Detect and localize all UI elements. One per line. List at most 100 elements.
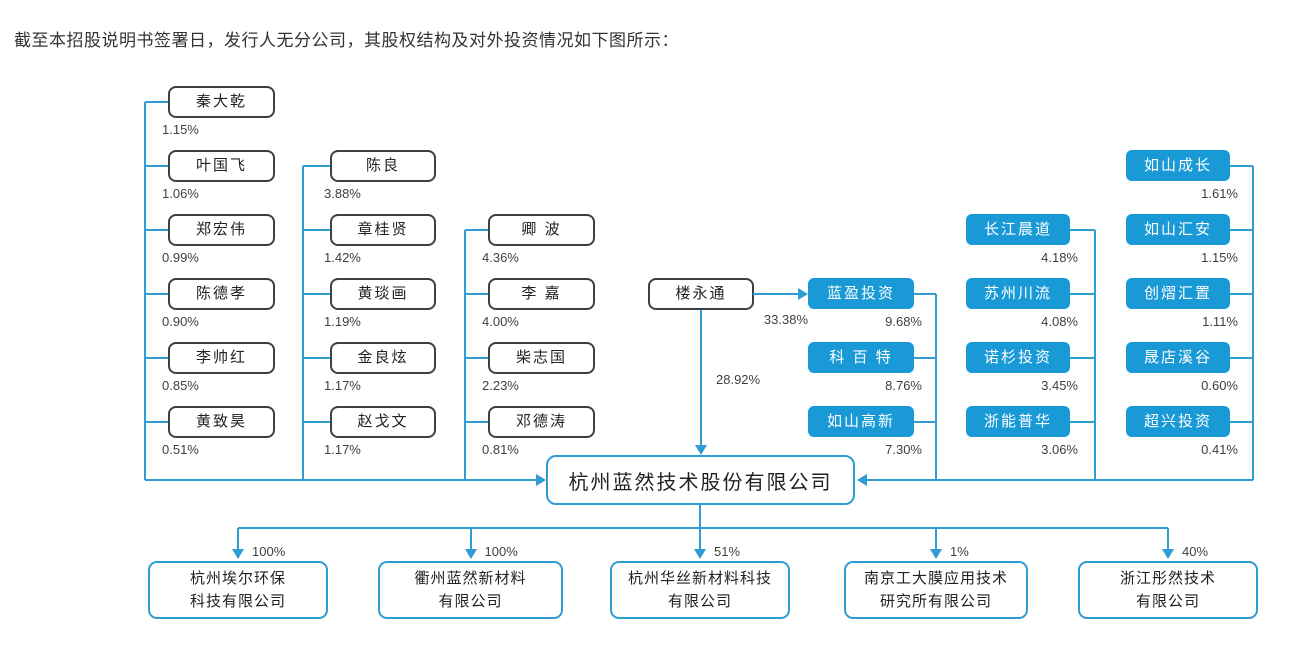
shareholder-column-spine [144,102,146,480]
subsidiary-drop-line [1167,528,1169,550]
right-merge-line [867,479,1253,481]
arrowhead-left-icon [857,474,867,486]
ownership-pct-label: 1.11% [1202,314,1238,329]
ownership-pct-label: 3.45% [1041,378,1078,393]
investor-stub-line [914,357,936,359]
ownership-pct-label: 1.17% [324,442,361,457]
investor-box: 蓝盈投资 [808,278,914,309]
investor-box: 浙能普华 [966,406,1070,437]
ownership-pct-label: 3.88% [324,186,361,201]
ownership-pct-label: 0.85% [162,378,199,393]
ownership-pct-label: 0.90% [162,314,199,329]
ownership-pct-label: 1.17% [324,378,361,393]
ownership-pct-label: 1.61% [1201,186,1238,201]
investor-box: 苏州川流 [966,278,1070,309]
shareholder-stub-line [145,293,168,295]
company-down-line [699,505,701,528]
arrowhead-down-icon [1162,549,1174,559]
subsidiary-drop-line [237,528,239,550]
subsidiary-rail-line [238,527,1168,529]
ownership-pct-label: 1.15% [1201,250,1238,265]
investor-stub-line [1230,229,1253,231]
ownership-pct-label: 9.68% [885,314,922,329]
shareholder-box: 李帅红 [168,342,275,374]
ownership-pct-label: 4.08% [1041,314,1078,329]
shareholder-box: 邓德涛 [488,406,595,438]
shareholder-box: 赵戈文 [330,406,436,438]
investor-box: 长江晨道 [966,214,1070,245]
shareholder-stub-line [465,293,488,295]
shareholder-stub-line [303,357,330,359]
shareholder-stub-line [145,165,168,167]
shareholder-box: 陈德孝 [168,278,275,310]
subsidiary-box: 南京工大膜应用技术 研究所有限公司 [844,561,1028,619]
ownership-pct-label: 1.19% [324,314,361,329]
shareholder-box: 叶国飞 [168,150,275,182]
investor-box: 科 百 特 [808,342,914,373]
shareholder-stub-line [303,165,330,167]
subsidiary-pct-label: 100% [252,544,286,559]
ownership-pct-label: 0.51% [162,442,199,457]
shareholder-box: 陈良 [330,150,436,182]
ownership-pct-label: 8.76% [885,378,922,393]
shareholder-stub-line [145,229,168,231]
subsidiary-box: 浙江彤然技术 有限公司 [1078,561,1258,619]
subsidiary-pct-label: 100% [484,544,518,559]
investor-box: 诺杉投资 [966,342,1070,373]
shareholder-stub-line [145,421,168,423]
investor-stub-line [1230,357,1253,359]
arrowhead-right-icon [536,474,546,486]
investor-stub-line [1070,293,1095,295]
ownership-pct-label: 7.30% [885,442,922,457]
arrowhead-down-icon [694,549,706,559]
investor-box: 晟店溪谷 [1126,342,1230,373]
ownership-pct-label: 3.06% [1041,442,1078,457]
ownership-pct-label: 1.15% [162,122,199,137]
subsidiary-box: 衢州蓝然新材料 有限公司 [378,561,563,619]
arrowhead-down-icon [930,549,942,559]
investor-box: 如山高新 [808,406,914,437]
investor-stub-line [1230,421,1253,423]
investor-stub-line [1070,229,1095,231]
shareholder-stub-line [303,293,330,295]
shareholder-stub-line [303,229,330,231]
ownership-pct-label: 4.18% [1041,250,1078,265]
controlling-shareholder-box: 楼永通 [648,278,754,310]
intro-text: 截至本招股说明书签署日，发行人无分公司，其股权结构及对外投资情况如下图所示： [14,31,679,50]
shareholder-stub-line [465,421,488,423]
ownership-pct-label: 2.23% [482,378,519,393]
ownership-pct-label: 0.81% [482,442,519,457]
shareholder-stub-line [465,357,488,359]
shareholder-stub-line [145,101,168,103]
investor-stub-line [914,293,936,295]
controller-investor-pct-label: 33.38% [763,312,808,327]
shareholder-stub-line [303,421,330,423]
company-name: 杭州蓝然技术股份有限公司 [568,471,833,494]
shareholder-box: 李 嘉 [488,278,595,310]
controller-company-pct-label: 28.92% [716,372,761,387]
arrowhead-down-icon [464,549,477,559]
shareholder-column-spine [464,230,466,480]
ownership-pct-label: 0.41% [1201,442,1238,457]
investor-box: 创熠汇置 [1126,278,1230,309]
arrowhead-right-icon [798,288,808,300]
ownership-pct-label: 1.06% [162,186,199,201]
ownership-pct-label: 0.60% [1201,378,1238,393]
subsidiary-drop-line [469,528,472,550]
shareholder-box: 金良炫 [330,342,436,374]
shareholder-box: 秦大乾 [168,86,275,118]
investor-column-spine [935,294,937,480]
investor-box: 超兴投资 [1126,406,1230,437]
investor-box: 如山成长 [1126,150,1230,181]
arrowhead-down-icon [232,549,244,559]
shareholder-box: 卿 波 [488,214,595,246]
investor-box: 如山汇安 [1126,214,1230,245]
ownership-pct-label: 1.42% [324,250,361,265]
subsidiary-pct-label: 40% [1182,544,1209,559]
arrowhead-down-icon [695,445,707,455]
controller-to-investor-line [753,293,798,295]
investor-stub-line [1070,421,1095,423]
subsidiary-box: 杭州华丝新材料科技 有限公司 [610,561,790,619]
investor-stub-line [1070,357,1095,359]
